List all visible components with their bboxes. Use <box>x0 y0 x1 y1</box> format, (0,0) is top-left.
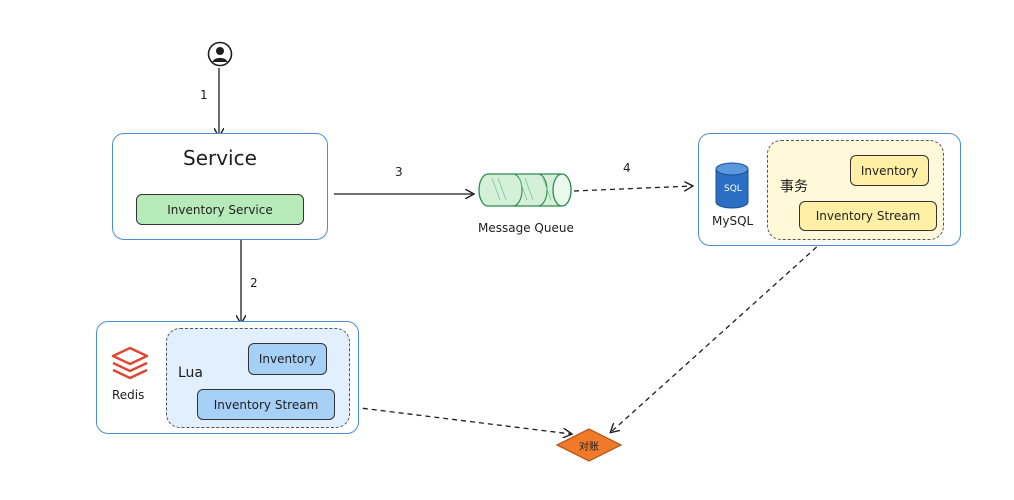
mysql-inventory-box[interactable]: Inventory <box>850 155 929 186</box>
arrow-redis-reconcile <box>335 404 571 434</box>
inventory-service-box[interactable]: Inventory Service <box>136 194 304 225</box>
arrow-1-label: 1 <box>200 88 208 102</box>
redis-inventory-box[interactable]: Inventory <box>248 343 327 375</box>
arrow-4-label: 4 <box>623 161 631 175</box>
arrow-3-label: 3 <box>395 165 403 179</box>
redis-inventory-stream-box[interactable]: Inventory Stream <box>197 389 335 420</box>
mysql-label: MySQL <box>712 214 754 228</box>
lua-label: Lua <box>178 365 204 381</box>
arrow-4 <box>573 186 692 192</box>
arrow-mysql-reconcile <box>611 234 831 432</box>
reconcile-diamond <box>555 428 623 462</box>
message-queue-icon <box>478 173 572 207</box>
mysql-inventory-stream-box[interactable]: Inventory Stream <box>799 201 937 231</box>
user-icon <box>207 41 233 67</box>
message-queue-label: Message Queue <box>478 221 574 235</box>
service-title: Service <box>183 146 257 170</box>
mysql-database-icon <box>715 162 749 209</box>
redis-logo-icon <box>111 346 149 380</box>
reconcile-label[interactable]: 对账 <box>579 442 599 453</box>
transaction-label: 事务 <box>780 179 808 195</box>
mysql-icon-text: SQL <box>724 184 742 194</box>
arrow-2-label: 2 <box>250 276 258 290</box>
redis-label: Redis <box>112 388 145 402</box>
